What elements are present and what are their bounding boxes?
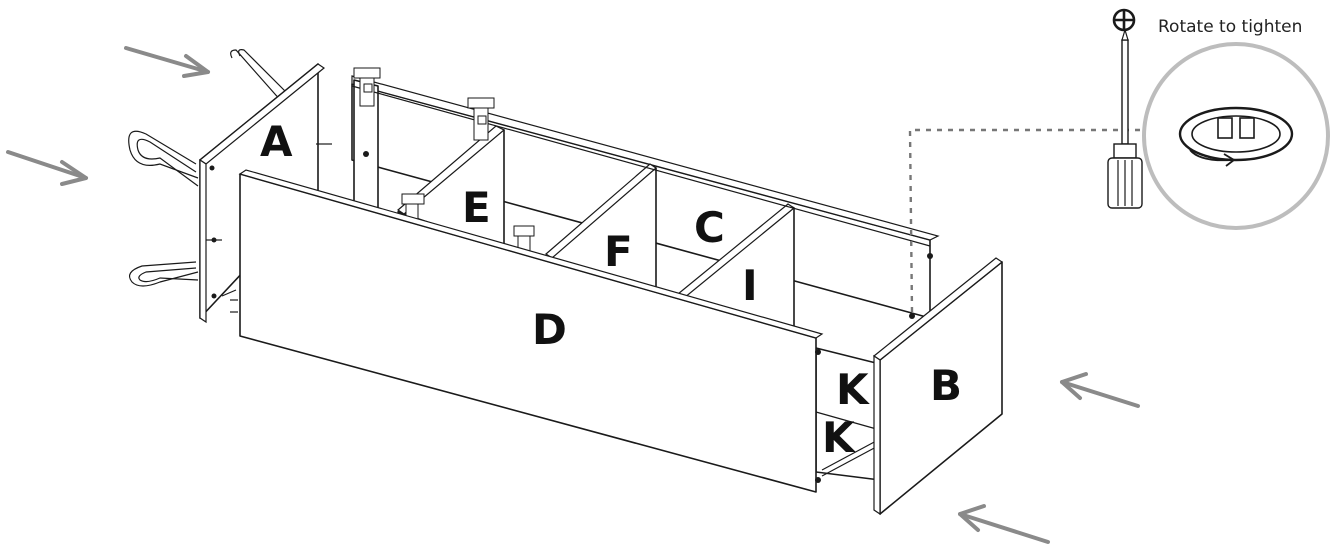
- label-d: D: [532, 305, 567, 354]
- panel-e: [397, 125, 506, 249]
- label-b: B: [930, 361, 962, 410]
- hinge-icon: [467, 97, 495, 141]
- cam-lock-detail-icon: [1142, 42, 1330, 230]
- direction-arrow-icon: [6, 150, 88, 186]
- panel-b: [872, 253, 1004, 516]
- panel-k-area: [815, 347, 881, 481]
- label-e: E: [462, 183, 491, 232]
- panel-i: [676, 203, 796, 333]
- label-f: F: [604, 227, 633, 276]
- instruction-text: Rotate to tighten: [1158, 17, 1302, 37]
- direction-arrow-icon: [1060, 372, 1140, 408]
- label-a: A: [260, 117, 293, 166]
- direction-arrow-icon: [958, 504, 1050, 544]
- label-c: C: [694, 203, 725, 252]
- hinge-icon: [353, 67, 381, 107]
- panel-f: [545, 163, 657, 293]
- label-i: I: [742, 261, 758, 310]
- panel-d: [230, 169, 824, 493]
- phillips-symbol-icon: [1112, 8, 1136, 32]
- direction-arrow-icon: [124, 46, 210, 78]
- label-k-bottom: K: [822, 413, 856, 462]
- label-k-top: K: [836, 365, 870, 414]
- leader-line: [908, 128, 1150, 313]
- hairpin-leg-icon: [128, 49, 291, 287]
- screwdriver-icon: [1107, 27, 1143, 209]
